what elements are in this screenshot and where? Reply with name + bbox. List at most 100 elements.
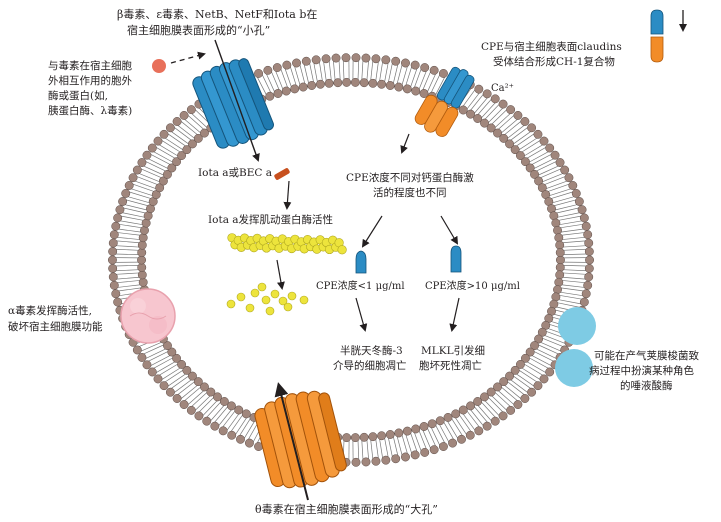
lipid-head xyxy=(219,427,227,435)
lipid-head xyxy=(386,81,394,89)
lipid-tail xyxy=(536,162,556,172)
actin-fragment xyxy=(284,303,292,311)
lipid-tail xyxy=(285,68,292,87)
lipid-tail xyxy=(379,438,382,458)
cpe-calpain-arrow xyxy=(402,134,409,152)
lipid-tail xyxy=(141,169,162,178)
lipid-tail xyxy=(554,200,576,206)
lipid-head xyxy=(342,433,350,441)
lipid-tail xyxy=(116,270,139,271)
lipid-head xyxy=(411,451,419,459)
lipid-head xyxy=(412,87,420,95)
lipid-tail xyxy=(447,421,458,439)
lipid-head xyxy=(110,281,118,289)
lipid-tail xyxy=(304,64,309,83)
lipid-head xyxy=(160,381,168,389)
lipid-tail xyxy=(419,71,426,90)
lipid-head xyxy=(556,263,564,271)
lipid-tail xyxy=(388,63,392,82)
actin-fragment xyxy=(237,293,245,301)
lipid-head xyxy=(534,130,542,138)
lipid-head xyxy=(506,406,514,414)
cpe-claudin-legend-icon xyxy=(651,10,683,62)
lipid-tail xyxy=(115,254,138,255)
lipid-tail xyxy=(148,159,168,169)
lipid-head xyxy=(254,69,262,77)
lipid-head xyxy=(560,166,568,174)
lipid-tail xyxy=(560,292,583,296)
lipid-head xyxy=(411,61,419,69)
lipid-tail xyxy=(542,173,563,182)
lipid-tail xyxy=(118,285,141,288)
lipid-head xyxy=(506,105,514,113)
lipid-tail xyxy=(561,233,584,236)
lipid-tail xyxy=(385,63,389,83)
lipid-head xyxy=(553,285,561,293)
lipid-head xyxy=(133,166,141,174)
lipid-head xyxy=(138,241,146,249)
lipid-head xyxy=(148,144,156,152)
lipid-head xyxy=(351,78,359,86)
lipid-tail xyxy=(376,439,379,459)
lipid-tail xyxy=(563,249,586,250)
lipid-head xyxy=(352,458,360,466)
lipid-tail xyxy=(536,349,556,359)
lipid-head xyxy=(521,394,529,402)
lipid-head xyxy=(585,239,593,247)
lipid-head xyxy=(585,256,593,264)
lipid-head xyxy=(325,79,333,87)
lipid-tail xyxy=(300,65,305,84)
lipid-head xyxy=(342,78,350,86)
lipid-head xyxy=(556,248,564,256)
lipid-tail xyxy=(371,439,373,459)
lipid-head xyxy=(369,79,377,87)
lipid-head xyxy=(113,298,121,306)
lipid-tail xyxy=(439,424,449,442)
lipid-head xyxy=(148,368,156,376)
lipid-tail xyxy=(563,246,586,247)
lipid-head xyxy=(395,429,403,437)
lipid-head xyxy=(138,271,146,279)
cell-membrane xyxy=(108,53,594,466)
lipid-head xyxy=(273,63,281,71)
lipid-head xyxy=(195,412,203,420)
lipid-head xyxy=(448,439,456,447)
lipid-head xyxy=(585,247,593,255)
sialidase-label: 可能在产气荚膜梭菌致 病过程中扮演某种角色 的唾液酸酶 xyxy=(589,349,702,392)
lipid-tail xyxy=(559,221,582,225)
lipid-head xyxy=(540,137,548,145)
lipid-tail xyxy=(561,288,584,291)
actin-fragment xyxy=(251,289,259,297)
lipid-head xyxy=(109,273,117,281)
lipid-head xyxy=(264,66,272,74)
lipid-head xyxy=(351,433,359,441)
cpe-low-arrow xyxy=(363,216,382,246)
lipid-head xyxy=(160,130,168,138)
actin-fragment xyxy=(266,307,274,315)
lipid-head xyxy=(302,57,310,65)
lipid-tail xyxy=(135,181,156,189)
actin-fragments-icon xyxy=(227,283,308,315)
lipid-head xyxy=(166,388,174,396)
actin-fragment xyxy=(246,304,254,312)
lipid-tail xyxy=(563,265,586,266)
lipid-head xyxy=(565,173,573,181)
lipid-head xyxy=(154,375,162,383)
lipid-head xyxy=(582,222,590,230)
lipid-tail xyxy=(146,349,166,359)
lipid-head xyxy=(166,124,174,132)
lipid-tail xyxy=(126,200,148,206)
lipid-tail xyxy=(116,249,139,250)
lipid-tail xyxy=(115,265,138,266)
lipid-head xyxy=(203,417,211,425)
lipid-tail xyxy=(358,440,359,460)
lipid-tail xyxy=(310,63,314,82)
lipid-head xyxy=(282,87,290,95)
lipid-head xyxy=(439,442,447,450)
lipid-head xyxy=(585,273,593,281)
lipid-head xyxy=(534,381,542,389)
lipid-tail xyxy=(393,437,398,456)
lipid-head xyxy=(228,431,236,439)
lipid-tail xyxy=(562,277,585,279)
